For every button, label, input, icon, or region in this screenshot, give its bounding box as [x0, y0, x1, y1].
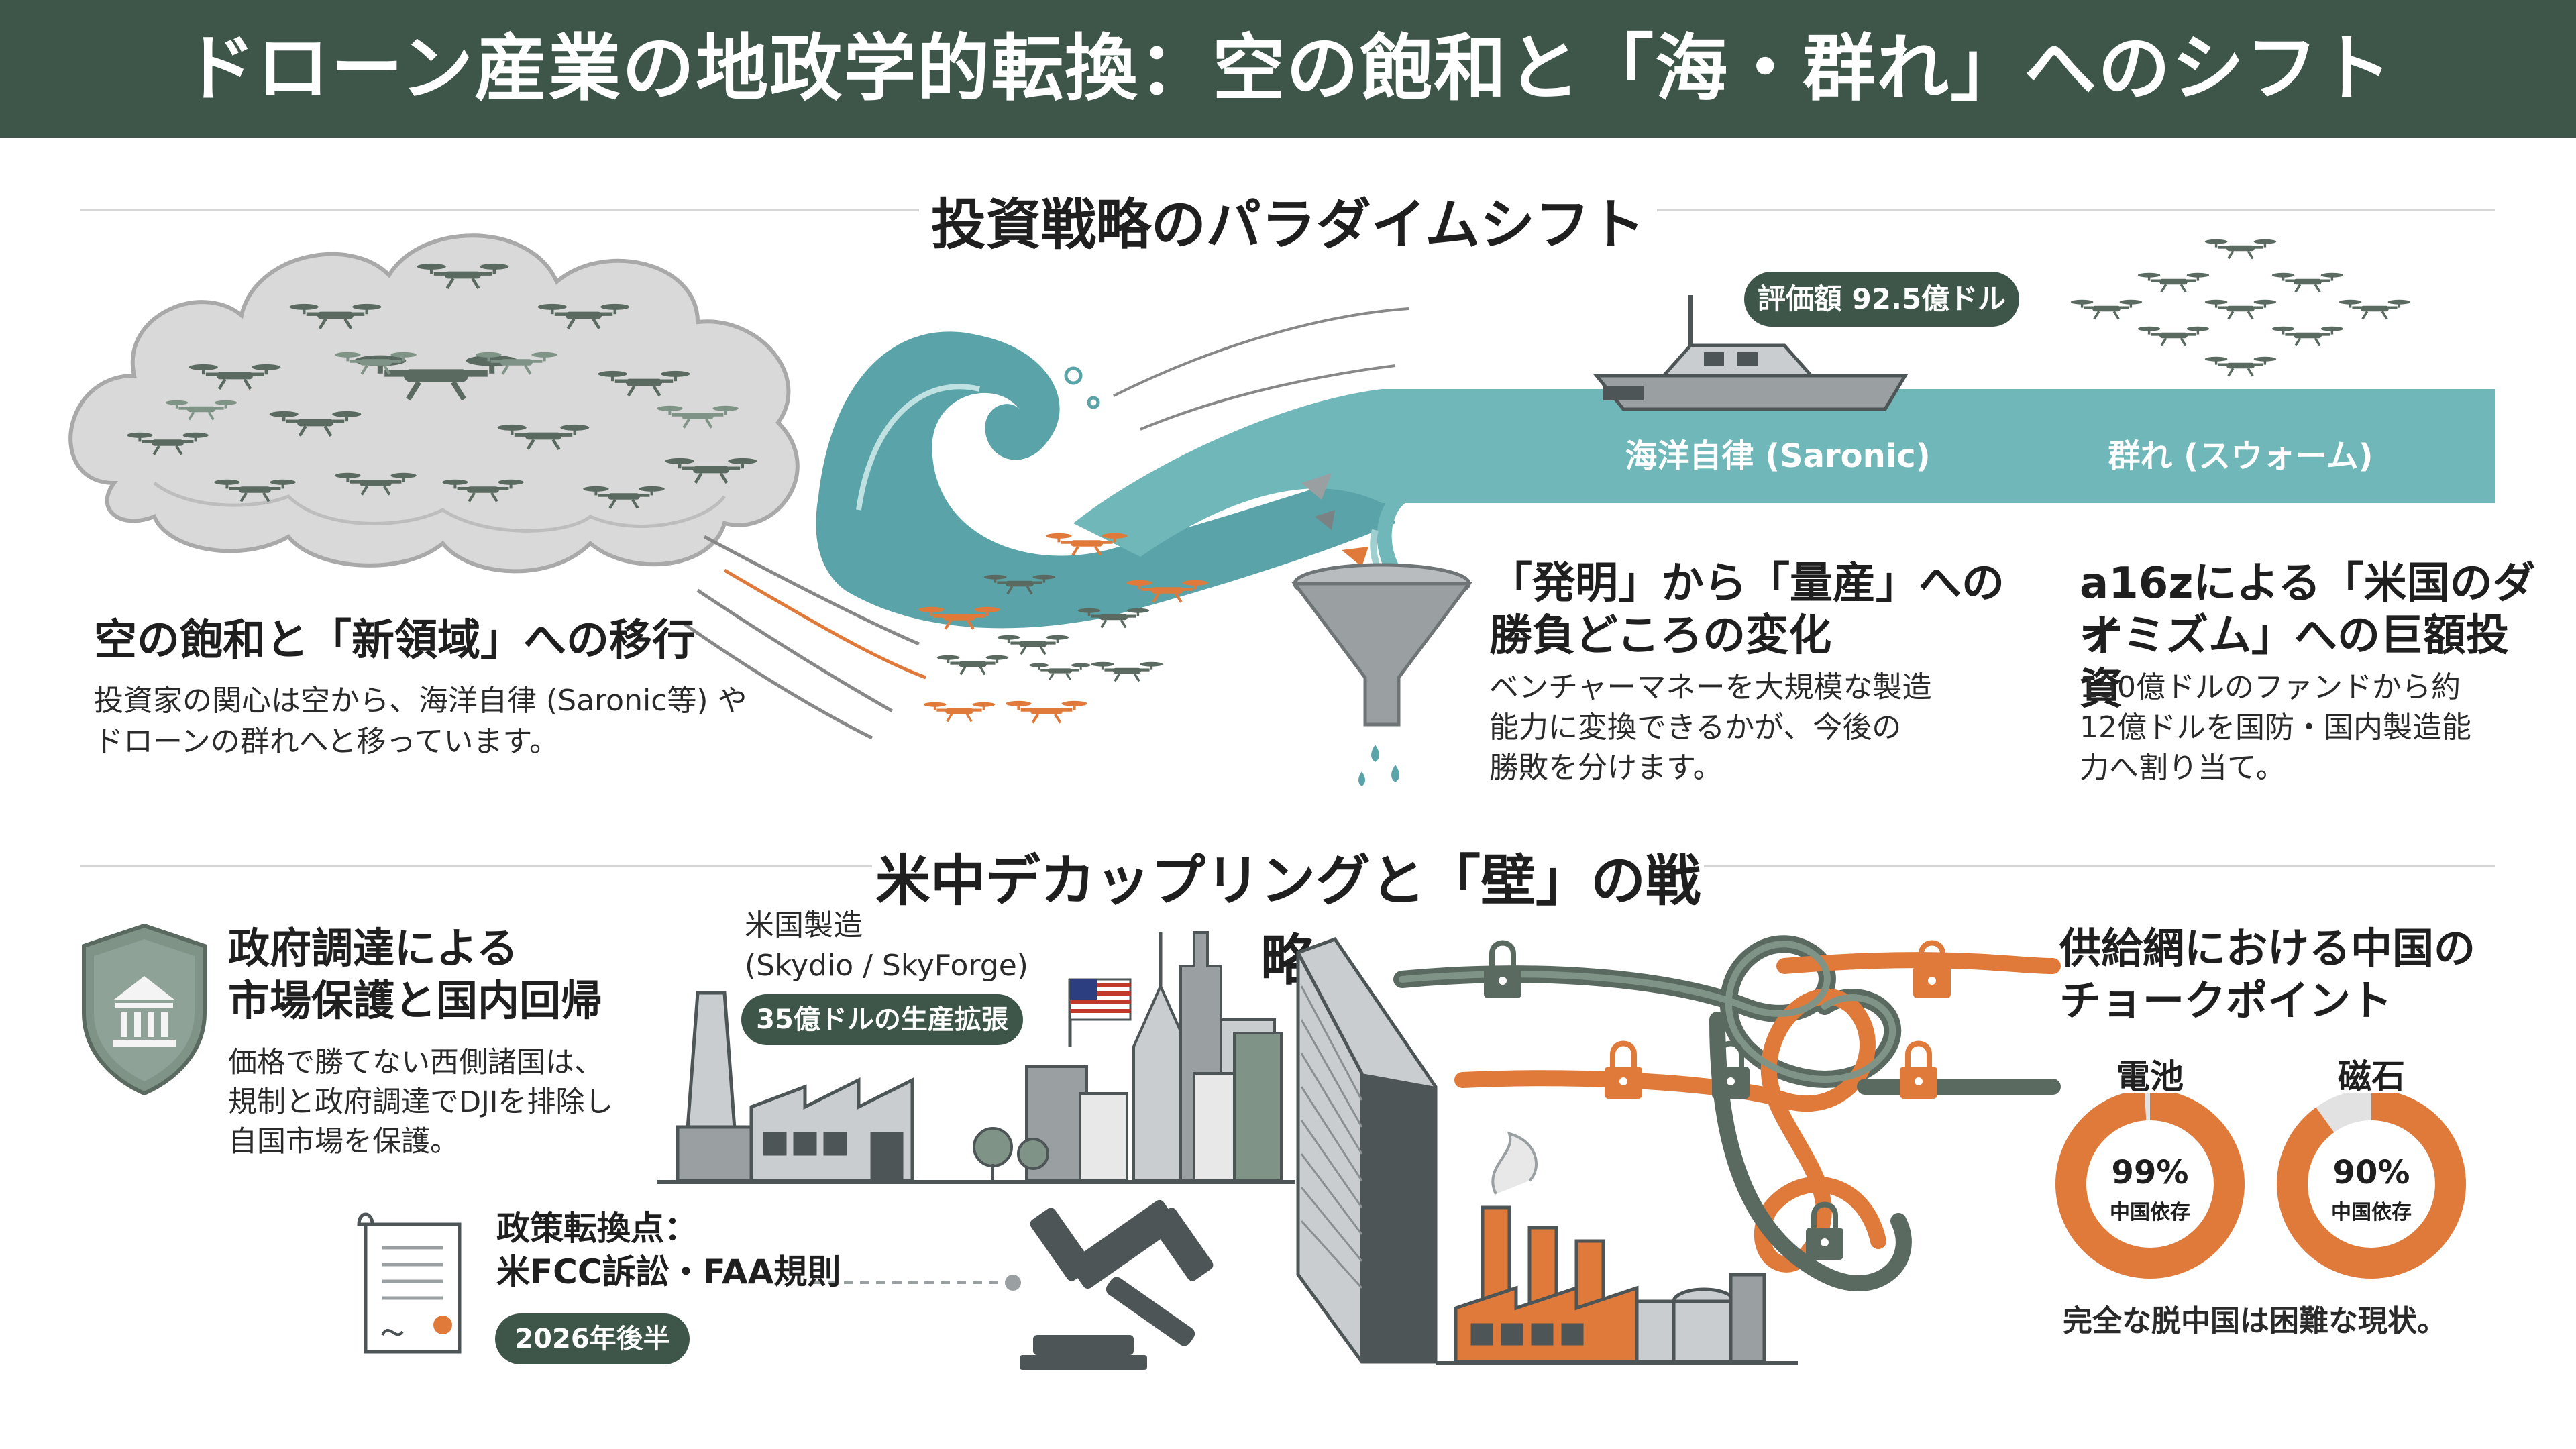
factory-icon: [676, 991, 914, 1183]
donut-title-battery: 電池: [2116, 1057, 2184, 1096]
col1-body-line-2: ドローンの群れへと移っています。: [94, 724, 559, 759]
shield-icon: [82, 923, 207, 1096]
dependency-donut-charts: [2055, 1093, 2466, 1279]
col3-heading-line-2: ナミズム」への巨額投資: [2080, 611, 2509, 714]
gov-body-line-3: 自国市場を保護。: [228, 1125, 459, 1159]
col2-heading-line-1: 「発明」から「量産」への: [1489, 559, 2004, 608]
donut-slice-magnet: [2277, 1093, 2466, 1279]
supply-chain-pipes: [1393, 935, 2061, 1291]
boat-icon: [1593, 295, 1909, 411]
col3-body-line-3: 力へ割り当て。: [2080, 751, 2286, 785]
col1-heading: 空の飽和と「新領域」への移行: [94, 616, 695, 665]
col2-body-line-1: ベンチャーマネーを大規模な製造: [1489, 670, 1932, 704]
section-heading-investment: 投資戦略のパラダイムシフト: [930, 193, 1646, 257]
policy-badge: 2026年後半: [495, 1313, 690, 1364]
investment-illustration: [68, 233, 2496, 786]
donut-sub-battery: 中国依存: [2110, 1201, 2190, 1224]
padlock-icons: [1484, 940, 1951, 1260]
col3-body-line-2: 12億ドルを国防・国内製造能: [2080, 710, 2471, 745]
us-mfg-badge: 35億ドルの生産拡張: [741, 994, 1023, 1045]
divider: [1704, 865, 2496, 867]
sea-band: [1382, 389, 2496, 503]
valuation-badge: 評価額 92.5億ドル: [1757, 282, 2006, 315]
us-mfg-label-1: 米国製造: [745, 908, 863, 943]
us-flag-icon: [1068, 978, 1132, 1046]
decoupling-illustration: [82, 923, 2061, 1370]
gov-body-line-2: 規制と政府調達でDJIを排除し: [228, 1085, 614, 1119]
policy-label-2: 米FCC訴訟・FAA規則: [496, 1252, 841, 1291]
funnel-icon: [1291, 563, 1472, 786]
choke-heading-line-1: 供給網における中国の: [2059, 924, 2476, 973]
col2-heading-line-2: 勝負どころの変化: [1489, 611, 1832, 661]
divider: [1657, 209, 2496, 211]
sea-label-swarm: 群れ (スウォーム): [2108, 437, 2373, 475]
donut-value-magnet: 90%: [2332, 1154, 2410, 1191]
wave-icon: [816, 331, 1395, 629]
us-mfg-label-2: (Skydio / SkyForge): [745, 949, 1028, 983]
wind-lines: [683, 535, 926, 740]
choke-heading-line-2: チョークポイント: [2059, 976, 2393, 1025]
col3-heading-line-1: a16zによる「米国のダイ: [2080, 559, 2536, 662]
donut-value-battery: 99%: [2111, 1154, 2189, 1191]
donut-slice-battery: [2055, 1093, 2245, 1279]
page-title: ドローン産業の地政学的転換：空の飽和と「海・群れ」へのシフト: [182, 27, 2394, 111]
title-bar: [0, 0, 2576, 138]
donut-sub-magnet: 中国依存: [2331, 1201, 2412, 1224]
gov-heading-line-1: 政府調達による: [228, 924, 519, 973]
gov-body-line-1: 価格で勝てない西側諸国は、: [228, 1046, 603, 1079]
col2-body-line-3: 勝敗を分けます。: [1489, 751, 1723, 785]
wall-icon: [1296, 936, 1438, 1364]
col3-body-line-1: 150億ドルのファンドから約: [2080, 670, 2461, 704]
col1-body-line-1: 投資家の関心は空から、海洋自律 (Saronic等) や: [94, 684, 747, 718]
china-factory-icon: [1454, 1132, 1766, 1364]
section-heading-decoupling: 米中デカップリングと「壁」の戦略: [875, 849, 1701, 993]
policy-label-1: 政策転換点：: [496, 1209, 698, 1248]
document-icon: [357, 1212, 462, 1354]
gov-heading-line-2: 市場保護と国内回帰: [228, 976, 603, 1025]
gavel-icon: [1020, 1199, 1214, 1370]
donut-title-magnet: 磁石: [2338, 1057, 2405, 1096]
divider: [80, 865, 872, 867]
sea-label-saronic: 海洋自律 (Saronic): [1625, 437, 1931, 475]
divider: [80, 209, 919, 211]
valuation-badge-bg: [1744, 272, 2019, 327]
col2-body-line-2: 能力に変換できるかが、今後の: [1489, 710, 1902, 745]
choke-footer: 完全な脱中国は困難な現状。: [2063, 1304, 2447, 1338]
